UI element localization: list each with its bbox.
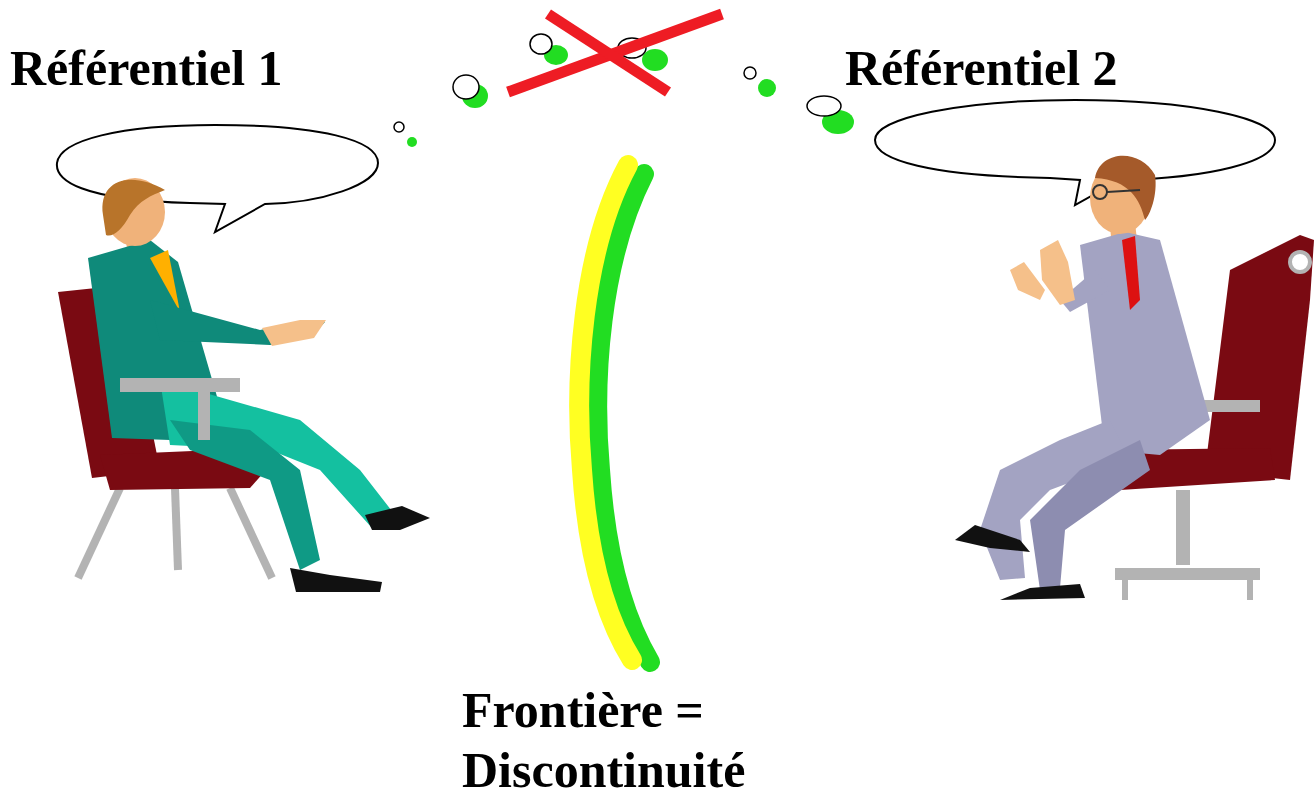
boundary-curve <box>579 165 650 662</box>
seated-man <box>1122 236 1140 310</box>
seated-man <box>955 525 1030 552</box>
thought-bubble <box>530 34 552 54</box>
seated-man <box>150 300 325 345</box>
thought-bubble <box>394 122 404 132</box>
thought-bubble <box>407 137 417 147</box>
thought-bubble <box>642 49 668 71</box>
seated-man <box>290 568 382 592</box>
seated-man <box>1290 252 1310 272</box>
speech-bubble <box>875 100 1275 205</box>
thought-bubble <box>758 79 776 97</box>
seated-man <box>78 488 120 578</box>
frame-label: Référentiel 2 <box>845 38 1265 98</box>
seated-man <box>1000 584 1085 600</box>
seated-man <box>1176 490 1190 565</box>
thought-bubble <box>453 75 479 99</box>
seated-man <box>1093 185 1140 199</box>
seated-man <box>102 180 165 236</box>
seated-man <box>1040 240 1075 305</box>
seated-man <box>1093 185 1107 199</box>
boundary-label: Frontière = Discontinuité <box>462 680 807 800</box>
seated-man <box>1010 262 1045 300</box>
seated-man <box>230 488 272 578</box>
seated-man <box>1095 156 1156 220</box>
seated-man <box>1107 190 1140 192</box>
seated-man <box>120 378 240 440</box>
seated-man <box>1115 568 1260 580</box>
thought-bubble <box>807 96 841 116</box>
red-cross <box>508 14 722 92</box>
thought-bubble <box>744 67 756 79</box>
seated-man <box>1030 440 1150 590</box>
red-cross <box>548 14 668 92</box>
seated-man <box>365 506 430 530</box>
red-cross <box>508 14 722 92</box>
seated-man <box>175 488 178 570</box>
frame-label: Référentiel 1 <box>10 38 410 98</box>
seated-man <box>170 420 320 570</box>
seated-man <box>1122 580 1128 600</box>
seated-man <box>1205 235 1314 480</box>
seated-man <box>58 178 430 592</box>
seated-man <box>955 156 1314 600</box>
seated-man <box>262 320 326 346</box>
seated-man <box>1080 232 1210 455</box>
seated-man <box>1247 580 1253 600</box>
speech-bubble <box>875 100 1275 205</box>
boundary-curve <box>579 165 632 660</box>
